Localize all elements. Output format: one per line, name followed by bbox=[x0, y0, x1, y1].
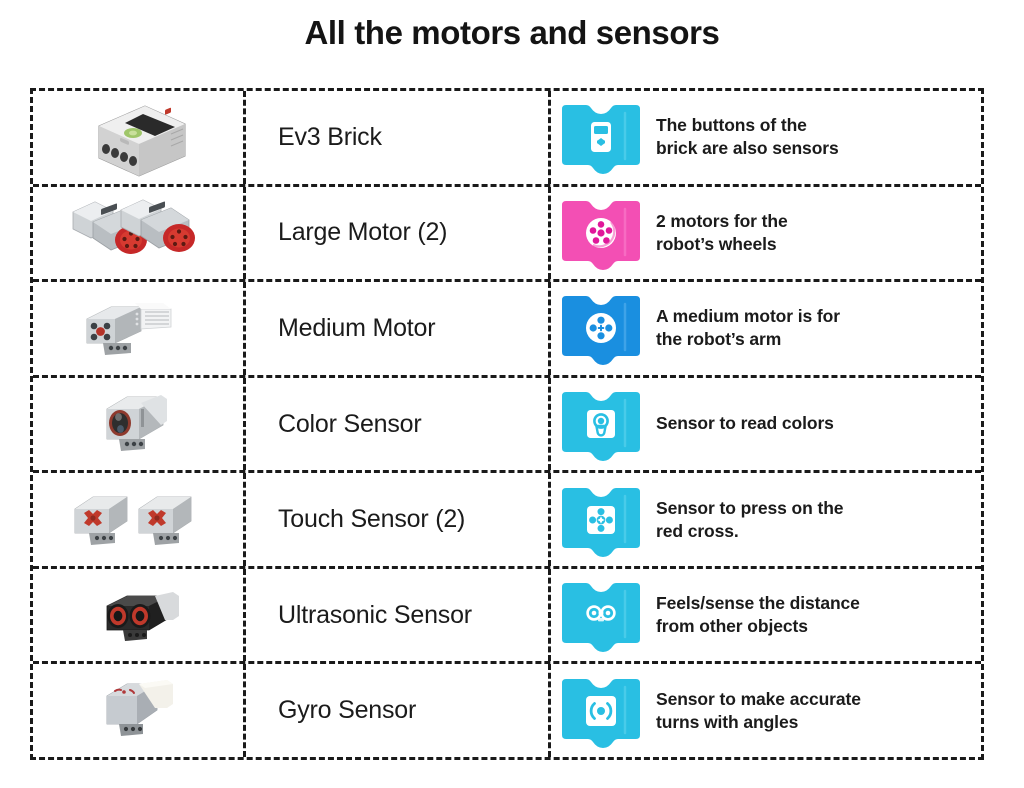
description-text: The buttons of the brick are also sensor… bbox=[656, 115, 839, 159]
description-cell: Sensor to read colors bbox=[551, 378, 981, 471]
part-photo-cell bbox=[33, 377, 246, 471]
part-name: Color Sensor bbox=[246, 377, 551, 471]
medium-motor-photo bbox=[63, 287, 213, 369]
table-row: Ultrasonic Sensor bbox=[33, 568, 981, 665]
description-cell: A medium motor is for the robot’s arm bbox=[551, 282, 981, 375]
description-cell: 2 motors for the robot’s wheels bbox=[551, 187, 981, 280]
part-photo-cell bbox=[33, 473, 246, 566]
description-text: Sensor to press on the red cross. bbox=[656, 497, 844, 541]
table-row: Ev3 Brick T bbox=[33, 91, 981, 187]
table-row: Gyro Sensor bbox=[33, 664, 981, 758]
part-photo-cell bbox=[33, 568, 246, 662]
description-cell: The buttons of the brick are also sensor… bbox=[551, 91, 981, 184]
part-name: Ultrasonic Sensor bbox=[246, 568, 551, 662]
part-photo-cell bbox=[33, 664, 246, 758]
description-cell: Feels/sense the distance from other obje… bbox=[551, 569, 981, 662]
large-motor-block-icon bbox=[562, 193, 640, 273]
touch-cross-glyph bbox=[584, 503, 618, 537]
medium-motor-block-icon bbox=[562, 288, 640, 368]
table-row: Medium Motor bbox=[33, 282, 981, 378]
description-text: 2 motors for the robot’s wheels bbox=[656, 210, 788, 254]
description-cell: Sensor to press on the red cross. bbox=[551, 473, 981, 566]
table-row: Color Sensor bbox=[33, 377, 981, 474]
part-name: Gyro Sensor bbox=[246, 664, 551, 758]
ev3-brick-photo bbox=[63, 96, 213, 178]
table-row: Large Motor (2) bbox=[33, 186, 981, 283]
part-photo-cell bbox=[33, 91, 246, 184]
ultrasonic-sensor-photo bbox=[63, 574, 213, 656]
description-text: A medium motor is for the robot’s arm bbox=[656, 306, 840, 350]
part-name: Medium Motor bbox=[246, 282, 551, 375]
page-title: All the motors and sensors bbox=[304, 14, 720, 51]
motor-rotor-glyph bbox=[584, 311, 618, 345]
color-sensor-photo bbox=[63, 383, 213, 465]
description-text: Sensor to make accurate turns with angle… bbox=[656, 688, 861, 732]
motor-rotor-glyph bbox=[584, 216, 618, 250]
color-sensor-block-icon bbox=[562, 384, 640, 464]
part-name: Large Motor (2) bbox=[246, 186, 551, 280]
touch-sensor-block-icon bbox=[562, 480, 640, 560]
part-photo-cell bbox=[33, 282, 246, 375]
ultrasonic-eyes-glyph bbox=[584, 598, 618, 632]
description-text: Feels/sense the distance from other obje… bbox=[656, 593, 860, 637]
part-name: Ev3 Brick bbox=[246, 91, 551, 184]
part-photo-cell bbox=[33, 186, 246, 280]
description-cell: Sensor to make accurate turns with angle… bbox=[551, 664, 981, 757]
large-motor-pair-photo bbox=[63, 192, 213, 274]
touch-sensor-pair-photo bbox=[63, 479, 213, 561]
gyro-sensor-block-icon bbox=[562, 671, 640, 751]
table-row: Touch Sensor (2) bbox=[33, 473, 981, 569]
ultrasonic-sensor-block-icon bbox=[562, 575, 640, 655]
ev3-brick-block-icon bbox=[562, 97, 640, 177]
part-name: Touch Sensor (2) bbox=[246, 473, 551, 566]
brick-glyph bbox=[584, 120, 618, 154]
gyro-sensor-photo bbox=[63, 670, 213, 752]
color-sensor-glyph bbox=[584, 407, 618, 441]
gyro-angle-glyph bbox=[584, 694, 618, 728]
motors-and-sensors-table: Ev3 Brick T bbox=[30, 88, 984, 760]
description-text: Sensor to read colors bbox=[656, 413, 834, 434]
